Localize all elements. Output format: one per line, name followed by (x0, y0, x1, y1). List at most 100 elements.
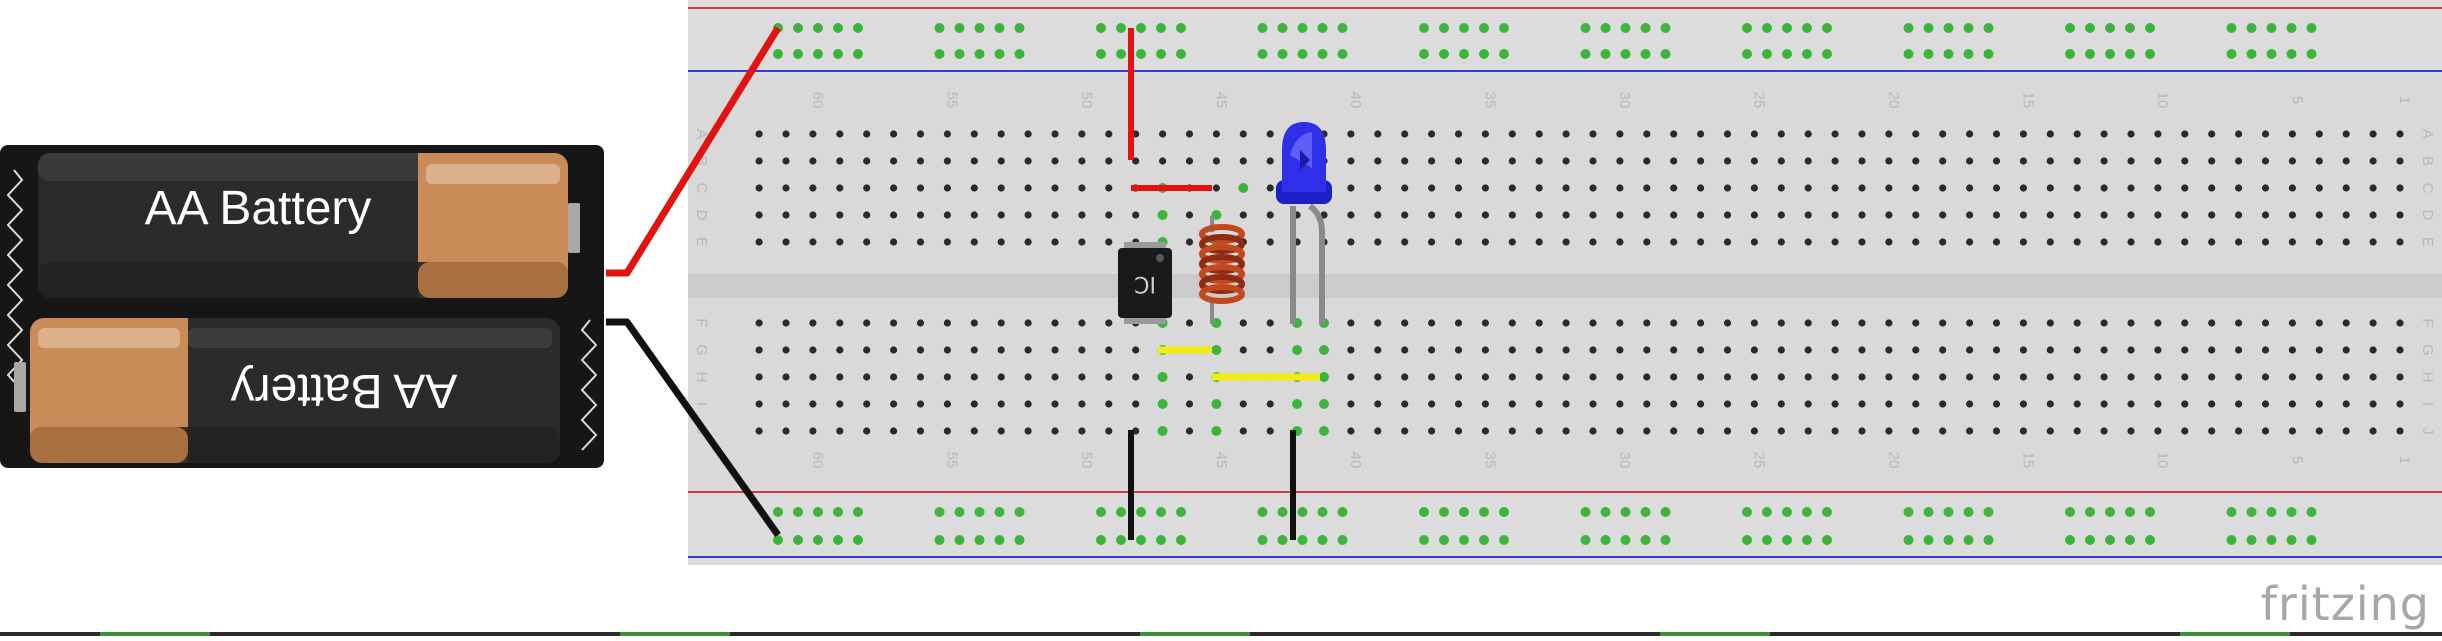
power-rail-hole[interactable] (1297, 507, 1308, 517)
breadboard-hole[interactable] (997, 184, 1005, 192)
breadboard-hole[interactable] (1804, 373, 1812, 381)
breadboard-hole[interactable] (1454, 211, 1463, 219)
breadboard-hole[interactable] (2288, 427, 2296, 435)
power-rail-hole[interactable] (1580, 535, 1591, 545)
breadboard-hole[interactable] (1723, 400, 1732, 408)
power-rail-hole[interactable] (2286, 535, 2297, 545)
breadboard-hole[interactable] (2127, 238, 2135, 246)
power-rail-hole[interactable] (1014, 23, 1025, 33)
breadboard-hole[interactable] (1643, 346, 1651, 354)
breadboard-hole[interactable] (2100, 211, 2108, 219)
power-rail-hole[interactable] (2065, 23, 2075, 33)
breadboard-hole[interactable] (1804, 157, 1812, 165)
breadboard-hole[interactable] (1616, 130, 1624, 138)
breadboard-hole[interactable] (1885, 238, 1893, 246)
breadboard-hole[interactable] (1401, 157, 1409, 165)
breadboard-hole[interactable] (1266, 319, 1274, 327)
breadboard-hole[interactable] (1105, 238, 1113, 246)
breadboard-hole[interactable] (1562, 400, 1570, 408)
breadboard-hole[interactable] (2261, 157, 2270, 165)
breadboard-hole[interactable] (1078, 427, 1086, 435)
breadboard-hole[interactable] (2154, 238, 2162, 246)
breadboard-hole[interactable] (863, 184, 871, 192)
power-rail-hole[interactable] (2085, 535, 2095, 545)
breadboard-hole[interactable] (2369, 184, 2377, 192)
breadboard-hole[interactable] (2181, 130, 2189, 138)
breadboard-hole[interactable] (1643, 238, 1651, 246)
breadboard-hole[interactable] (2288, 373, 2296, 381)
breadboard-hole[interactable] (1535, 130, 1543, 138)
breadboard-hole[interactable] (997, 427, 1005, 435)
breadboard-hole[interactable] (2396, 238, 2404, 246)
breadboard-hole[interactable] (1266, 427, 1274, 435)
power-rail-hole[interactable] (2306, 507, 2317, 517)
breadboard-hole[interactable] (1535, 373, 1543, 381)
breadboard-hole[interactable] (2208, 319, 2216, 327)
breadboard-hole[interactable] (1670, 238, 1678, 246)
breadboard-hole[interactable] (2235, 130, 2243, 138)
breadboard-hole[interactable] (2261, 130, 2270, 138)
power-rail-hole[interactable] (1136, 23, 1146, 33)
breadboard-hole[interactable] (890, 184, 898, 192)
breadboard-hole[interactable] (863, 157, 871, 165)
breadboard-hole[interactable] (1319, 372, 1329, 382)
power-rail-hole[interactable] (1963, 23, 1974, 33)
power-rail-hole[interactable] (1136, 535, 1146, 545)
breadboard-hole[interactable] (1912, 157, 1920, 165)
breadboard-hole[interactable] (2046, 157, 2054, 165)
breadboard-hole[interactable] (1078, 373, 1086, 381)
breadboard-hole[interactable] (2154, 319, 2162, 327)
power-rail-hole[interactable] (1903, 23, 1914, 33)
breadboard-hole[interactable] (2342, 319, 2350, 327)
power-rail-hole[interactable] (2266, 535, 2277, 545)
breadboard-hole[interactable] (782, 184, 790, 192)
breadboard-hole[interactable] (1912, 427, 1920, 435)
breadboard-hole[interactable] (2073, 211, 2081, 219)
breadboard-hole[interactable] (2315, 346, 2323, 354)
breadboard-hole[interactable] (1777, 130, 1785, 138)
power-rail-hole[interactable] (853, 535, 863, 545)
breadboard-hole[interactable] (1966, 238, 1974, 246)
breadboard-hole[interactable] (836, 400, 844, 408)
breadboard-hole[interactable] (1750, 400, 1758, 408)
breadboard-hole[interactable] (1508, 400, 1516, 408)
breadboard-hole[interactable] (1239, 400, 1247, 408)
power-rail-hole[interactable] (934, 49, 945, 59)
power-rail-hole[interactable] (813, 49, 823, 59)
breadboard-hole[interactable] (1643, 319, 1651, 327)
power-rail-hole[interactable] (773, 535, 783, 545)
power-rail-hole[interactable] (813, 535, 823, 545)
power-rail-hole[interactable] (2246, 535, 2257, 545)
power-rail-hole[interactable] (1317, 535, 1328, 545)
breadboard-hole[interactable] (2288, 319, 2296, 327)
breadboard-hole[interactable] (1831, 400, 1839, 408)
breadboard-hole[interactable] (755, 346, 763, 354)
breadboard-hole[interactable] (1319, 426, 1329, 436)
power-rail-hole[interactable] (2266, 23, 2277, 33)
breadboard-hole[interactable] (1105, 157, 1113, 165)
breadboard-hole[interactable] (1401, 211, 1409, 219)
power-rail-hole[interactable] (793, 23, 803, 33)
breadboard-hole[interactable] (2181, 157, 2189, 165)
breadboard-hole[interactable] (943, 211, 952, 219)
breadboard-hole[interactable] (782, 427, 790, 435)
breadboard-hole[interactable] (1966, 319, 1974, 327)
breadboard-hole[interactable] (1105, 427, 1113, 435)
breadboard-hole[interactable] (1804, 319, 1812, 327)
power-rail-hole[interactable] (1963, 535, 1974, 545)
breadboard-hole[interactable] (1481, 319, 1489, 327)
breadboard-hole[interactable] (2261, 427, 2270, 435)
power-rail-hole[interactable] (1096, 23, 1106, 33)
breadboard-hole[interactable] (782, 373, 790, 381)
power-rail-hole[interactable] (2306, 23, 2317, 33)
power-rail-hole[interactable] (1337, 49, 1348, 59)
breadboard-hole[interactable] (1051, 373, 1059, 381)
power-rail-hole[interactable] (1903, 49, 1914, 59)
power-rail-hole[interactable] (1096, 535, 1106, 545)
breadboard-hole[interactable] (1347, 130, 1355, 138)
breadboard-hole[interactable] (1211, 345, 1222, 355)
breadboard-hole[interactable] (1697, 400, 1705, 408)
power-rail-hole[interactable] (2266, 507, 2277, 517)
breadboard-hole[interactable] (755, 427, 763, 435)
breadboard-hole[interactable] (2288, 130, 2296, 138)
